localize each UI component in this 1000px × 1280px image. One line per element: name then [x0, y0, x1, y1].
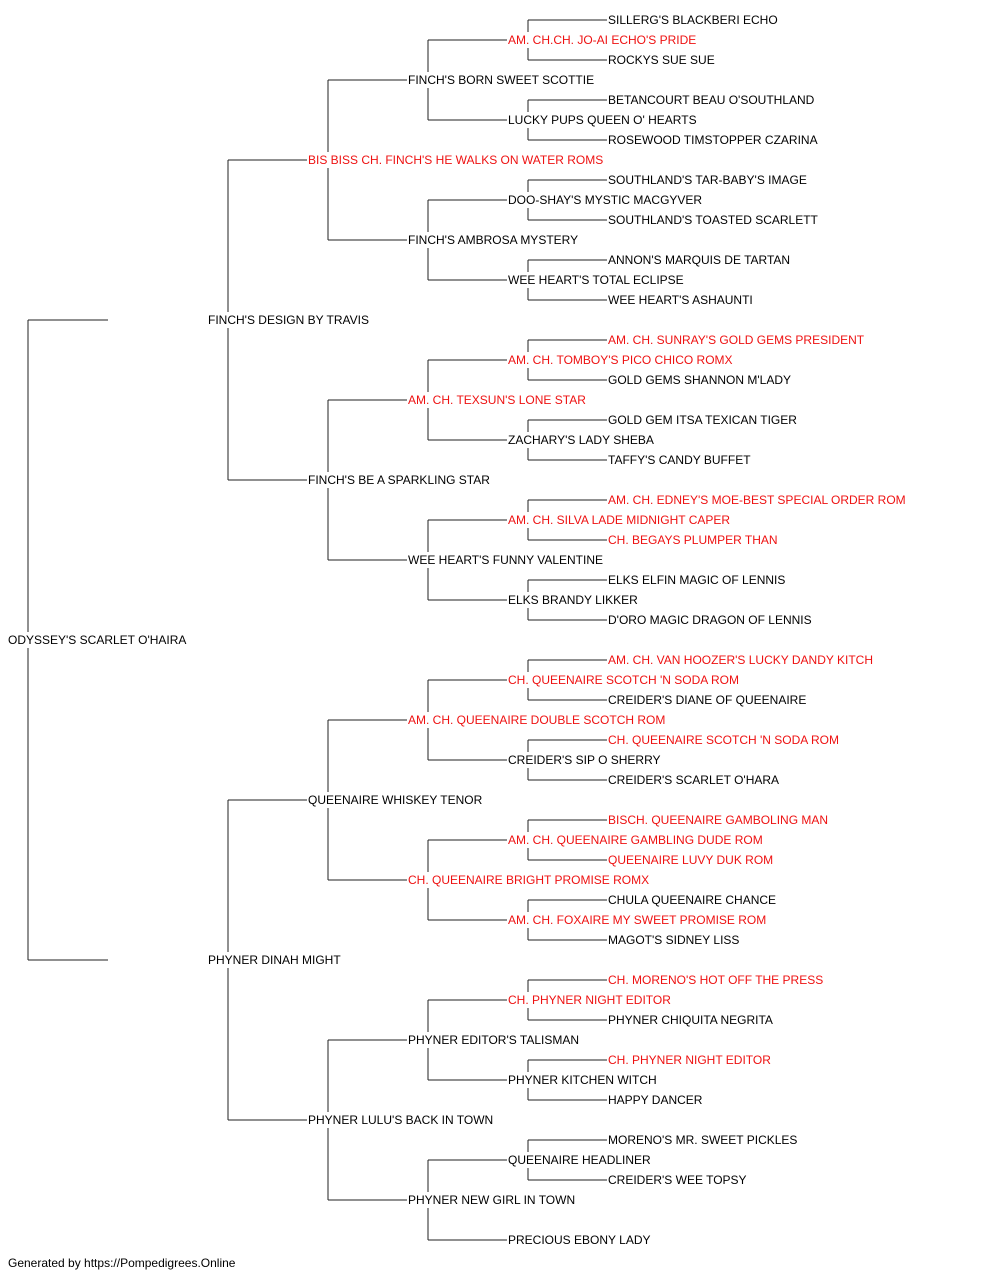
ancestor-name: CH. BEGAYS PLUMPER THAN — [608, 533, 778, 547]
ancestor-name: AM. CH. VAN HOOZER'S LUCKY DANDY KITCH — [608, 653, 873, 667]
ancestor-name: ZACHARY'S LADY SHEBA — [508, 433, 654, 447]
ancestor-name: AM. CH. QUEENAIRE GAMBLING DUDE ROM — [508, 833, 763, 847]
ancestor-name: BIS BISS CH. FINCH'S HE WALKS ON WATER R… — [308, 153, 603, 167]
ancestor-name: HAPPY DANCER — [608, 1093, 703, 1107]
ancestor-name: CREIDER'S WEE TOPSY — [608, 1173, 747, 1187]
ancestor-name: QUEENAIRE WHISKEY TENOR — [308, 793, 483, 807]
ancestor-name: MORENO'S MR. SWEET PICKLES — [608, 1133, 797, 1147]
ancestor-name: AM. CH.CH. JO-AI ECHO'S PRIDE — [508, 33, 696, 47]
ancestor-name: QUEENAIRE HEADLINER — [508, 1153, 651, 1167]
ancestor-name: PHYNER LULU'S BACK IN TOWN — [308, 1113, 493, 1127]
ancestor-name: FINCH'S BORN SWEET SCOTTIE — [408, 73, 594, 87]
subject-dog-name: ODYSSEY'S SCARLET O'HAIRA — [8, 633, 186, 647]
ancestor-name: DOO-SHAY'S MYSTIC MACGYVER — [508, 193, 702, 207]
ancestor-name: CH. PHYNER NIGHT EDITOR — [508, 993, 671, 1007]
ancestor-name: GOLD GEM ITSA TEXICAN TIGER — [608, 413, 797, 427]
ancestor-name: MAGOT'S SIDNEY LISS — [608, 933, 739, 947]
ancestor-name: GOLD GEMS SHANNON M'LADY — [608, 373, 791, 387]
ancestor-name: TAFFY'S CANDY BUFFET — [608, 453, 751, 467]
ancestor-name: CH. MORENO'S HOT OFF THE PRESS — [608, 973, 823, 987]
ancestor-name: SOUTHLAND'S TOASTED SCARLETT — [608, 213, 819, 227]
ancestor-name: CH. PHYNER NIGHT EDITOR — [608, 1053, 771, 1067]
ancestor-name: CREIDER'S DIANE OF QUEENAIRE — [608, 693, 806, 707]
ancestor-name: WEE HEART'S ASHAUNTI — [608, 293, 753, 307]
ancestor-name: CREIDER'S SIP O SHERRY — [508, 753, 661, 767]
footer-credit: Generated by https://Pompedigrees.Online — [8, 1256, 236, 1270]
ancestor-name: CH. QUEENAIRE SCOTCH 'N SODA ROM — [608, 733, 839, 747]
ancestor-name: BISCH. QUEENAIRE GAMBOLING MAN — [608, 813, 828, 827]
ancestor-name: FINCH'S AMBROSA MYSTERY — [408, 233, 578, 247]
ancestor-name: AM. CH. QUEENAIRE DOUBLE SCOTCH ROM — [408, 713, 665, 727]
ancestor-name: BETANCOURT BEAU O'SOUTHLAND — [608, 93, 815, 107]
ancestor-name: WEE HEART'S FUNNY VALENTINE — [408, 553, 603, 567]
ancestor-name: AM. CH. FOXAIRE MY SWEET PROMISE ROM — [508, 913, 766, 927]
ancestor-name: PHYNER EDITOR'S TALISMAN — [408, 1033, 579, 1047]
ancestor-name: CREIDER'S SCARLET O'HARA — [608, 773, 779, 787]
ancestor-name: AM. CH. EDNEY'S MOE-BEST SPECIAL ORDER R… — [608, 493, 906, 507]
ancestor-name: LUCKY PUPS QUEEN O' HEARTS — [508, 113, 697, 127]
ancestor-name: ROCKYS SUE SUE — [608, 53, 715, 67]
ancestor-name: SOUTHLAND'S TAR-BABY'S IMAGE — [608, 173, 807, 187]
ancestor-name: PHYNER NEW GIRL IN TOWN — [408, 1193, 575, 1207]
ancestor-name: CH. QUEENAIRE SCOTCH 'N SODA ROM — [508, 673, 739, 687]
ancestor-name: AM. CH. TOMBOY'S PICO CHICO ROMX — [508, 353, 733, 367]
ancestor-name: CH. QUEENAIRE BRIGHT PROMISE ROMX — [408, 873, 649, 887]
ancestor-name: QUEENAIRE LUVY DUK ROM — [608, 853, 773, 867]
ancestor-name: PRECIOUS EBONY LADY — [508, 1233, 651, 1247]
ancestor-name: WEE HEART'S TOTAL ECLIPSE — [508, 273, 684, 287]
ancestor-name: AM. CH. SILVA LADE MIDNIGHT CAPER — [508, 513, 730, 527]
ancestor-name: D'ORO MAGIC DRAGON OF LENNIS — [608, 613, 812, 627]
ancestor-name: FINCH'S DESIGN BY TRAVIS — [208, 313, 369, 327]
ancestor-name: FINCH'S BE A SPARKLING STAR — [308, 473, 490, 487]
ancestor-name: AM. CH. TEXSUN'S LONE STAR — [408, 393, 586, 407]
ancestor-name: AM. CH. SUNRAY'S GOLD GEMS PRESIDENT — [608, 333, 865, 347]
ancestor-name: ELKS BRANDY LIKKER — [508, 593, 638, 607]
ancestor-name: PHYNER DINAH MIGHT — [208, 953, 341, 967]
ancestor-name: PHYNER KITCHEN WITCH — [508, 1073, 657, 1087]
ancestor-name: ELKS ELFIN MAGIC OF LENNIS — [608, 573, 785, 587]
ancestor-name: ROSEWOOD TIMSTOPPER CZARINA — [608, 133, 818, 147]
ancestor-name: CHULA QUEENAIRE CHANCE — [608, 893, 776, 907]
ancestor-name: SILLERG'S BLACKBERI ECHO — [608, 13, 778, 27]
ancestor-name: ANNON'S MARQUIS DE TARTAN — [608, 253, 790, 267]
ancestor-name: PHYNER CHIQUITA NEGRITA — [608, 1013, 773, 1027]
